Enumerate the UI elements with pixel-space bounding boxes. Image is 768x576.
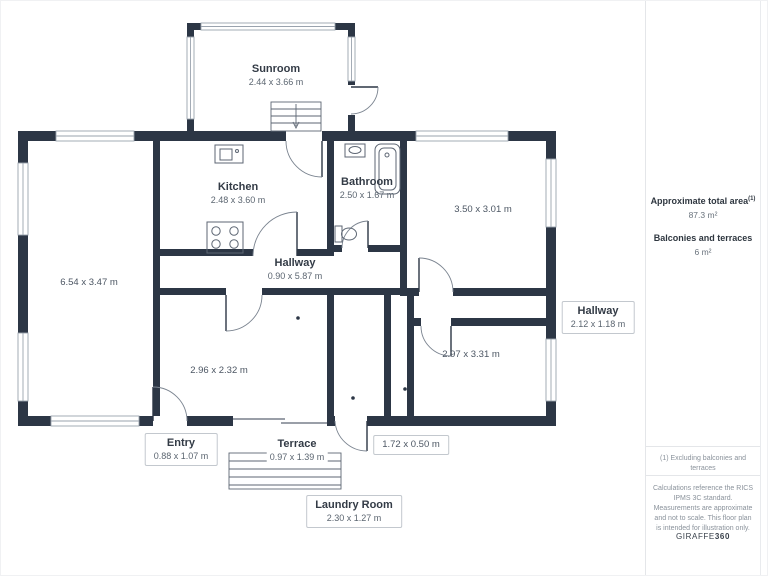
room-label-living-room: 6.54 x 3.47 m	[60, 277, 118, 289]
sidebar-divider	[645, 1, 646, 575]
room-dims: 2.30 x 1.27 m	[326, 513, 382, 523]
windows	[17, 22, 557, 427]
room-dims: 2.12 x 1.18 m	[570, 319, 626, 329]
footnote-text: (1) Excluding balconies and terraces	[660, 455, 746, 472]
room-dims: 3.50 x 3.01 m	[454, 204, 512, 215]
room-label-bathroom: Bathroom 2.50 x 1.67 m	[340, 176, 395, 201]
room-label-bedroom-1: 3.50 x 3.01 m	[454, 204, 512, 216]
room-dims: 2.48 x 3.60 m	[210, 195, 266, 205]
footnote-section: (1) Excluding balconies and terraces	[646, 454, 760, 474]
stove-icon	[206, 221, 244, 254]
wall-openings	[153, 85, 367, 426]
room-label-laundry: Laundry Room 2.30 x 1.27 m	[306, 495, 402, 528]
room-label-terrace: Terrace 0.97 x 1.39 m	[266, 438, 328, 463]
bathroom-sink-icon	[344, 143, 366, 158]
room-name: Sunroom	[251, 63, 301, 75]
point-markers	[296, 316, 407, 400]
room-name: Hallway	[274, 257, 316, 269]
room-name: Entry	[166, 437, 196, 449]
total-area-label-text: Approximate total area	[650, 196, 749, 206]
room-label-hallway-side: Hallway 2.12 x 1.18 m	[561, 301, 635, 334]
brand-text: GIRAFFE	[675, 532, 715, 541]
room-name: Laundry Room	[315, 499, 393, 511]
room-label-bedroom-3: 2.97 x 3.31 m	[442, 349, 500, 361]
sliding-door	[233, 418, 327, 424]
room-dims: 1.72 x 0.50 m	[382, 439, 440, 450]
giraffe360-logo: GIRAFFE360	[646, 532, 760, 541]
room-dims: 2.44 x 3.66 m	[248, 77, 304, 87]
total-area-footnote-marker: (1)	[748, 196, 756, 202]
room-dims: 2.50 x 1.67 m	[339, 190, 395, 200]
doors	[152, 86, 454, 452]
balconies-label: Balconies and terraces	[653, 233, 753, 243]
page-right-border	[760, 1, 761, 575]
balconies-value: 6 m²	[694, 247, 712, 257]
room-dims: 6.54 x 3.47 m	[60, 277, 118, 288]
room-label-entry: Entry 0.88 x 1.07 m	[144, 433, 218, 466]
room-label-hallway-main: Hallway 0.90 x 5.87 m	[268, 257, 323, 282]
room-dims: 0.97 x 1.39 m	[269, 452, 325, 462]
brand-suffix-text: 360	[714, 532, 731, 541]
room-dims: 0.88 x 1.07 m	[153, 451, 209, 461]
room-label-sunroom: Sunroom 2.44 x 3.66 m	[249, 63, 304, 88]
kitchen-sink-icon	[214, 144, 244, 164]
room-dims: 2.97 x 3.31 m	[442, 349, 500, 360]
room-dims: 2.96 x 2.32 m	[190, 365, 248, 376]
total-area-label: Approximate total area(1)	[646, 193, 760, 207]
room-name: Kitchen	[217, 181, 259, 193]
door-arcs	[152, 86, 454, 452]
total-area-section: Approximate total area(1) 87.3 m² Balcon…	[646, 193, 760, 258]
room-label-bedroom-2: 2.96 x 2.32 m	[190, 365, 248, 377]
bathtub-icon	[374, 143, 401, 195]
room-label-closet: 1.72 x 0.50 m	[373, 435, 449, 455]
sunroom-stairs-icon	[270, 101, 322, 132]
sidebar-divider-line-1	[646, 446, 760, 447]
brand-section: GIRAFFE360	[646, 532, 760, 541]
room-label-kitchen: Kitchen 2.48 x 3.60 m	[211, 181, 266, 206]
sidebar-divider-line-2	[646, 475, 760, 476]
room-name: Bathroom	[341, 176, 393, 188]
room-dims: 0.90 x 5.87 m	[267, 271, 323, 281]
info-sidebar: Approximate total area(1) 87.3 m² Balcon…	[646, 1, 760, 575]
room-name: Terrace	[277, 438, 317, 450]
door-leaves	[152, 86, 452, 451]
room-name: Hallway	[577, 305, 619, 317]
disclaimer-text: Calculations reference the RICS IPMS 3C …	[653, 485, 753, 532]
disclaimer-section: Calculations reference the RICS IPMS 3C …	[646, 484, 760, 534]
toilet-icon	[334, 225, 357, 243]
total-area-value: 87.3 m²	[688, 210, 718, 220]
